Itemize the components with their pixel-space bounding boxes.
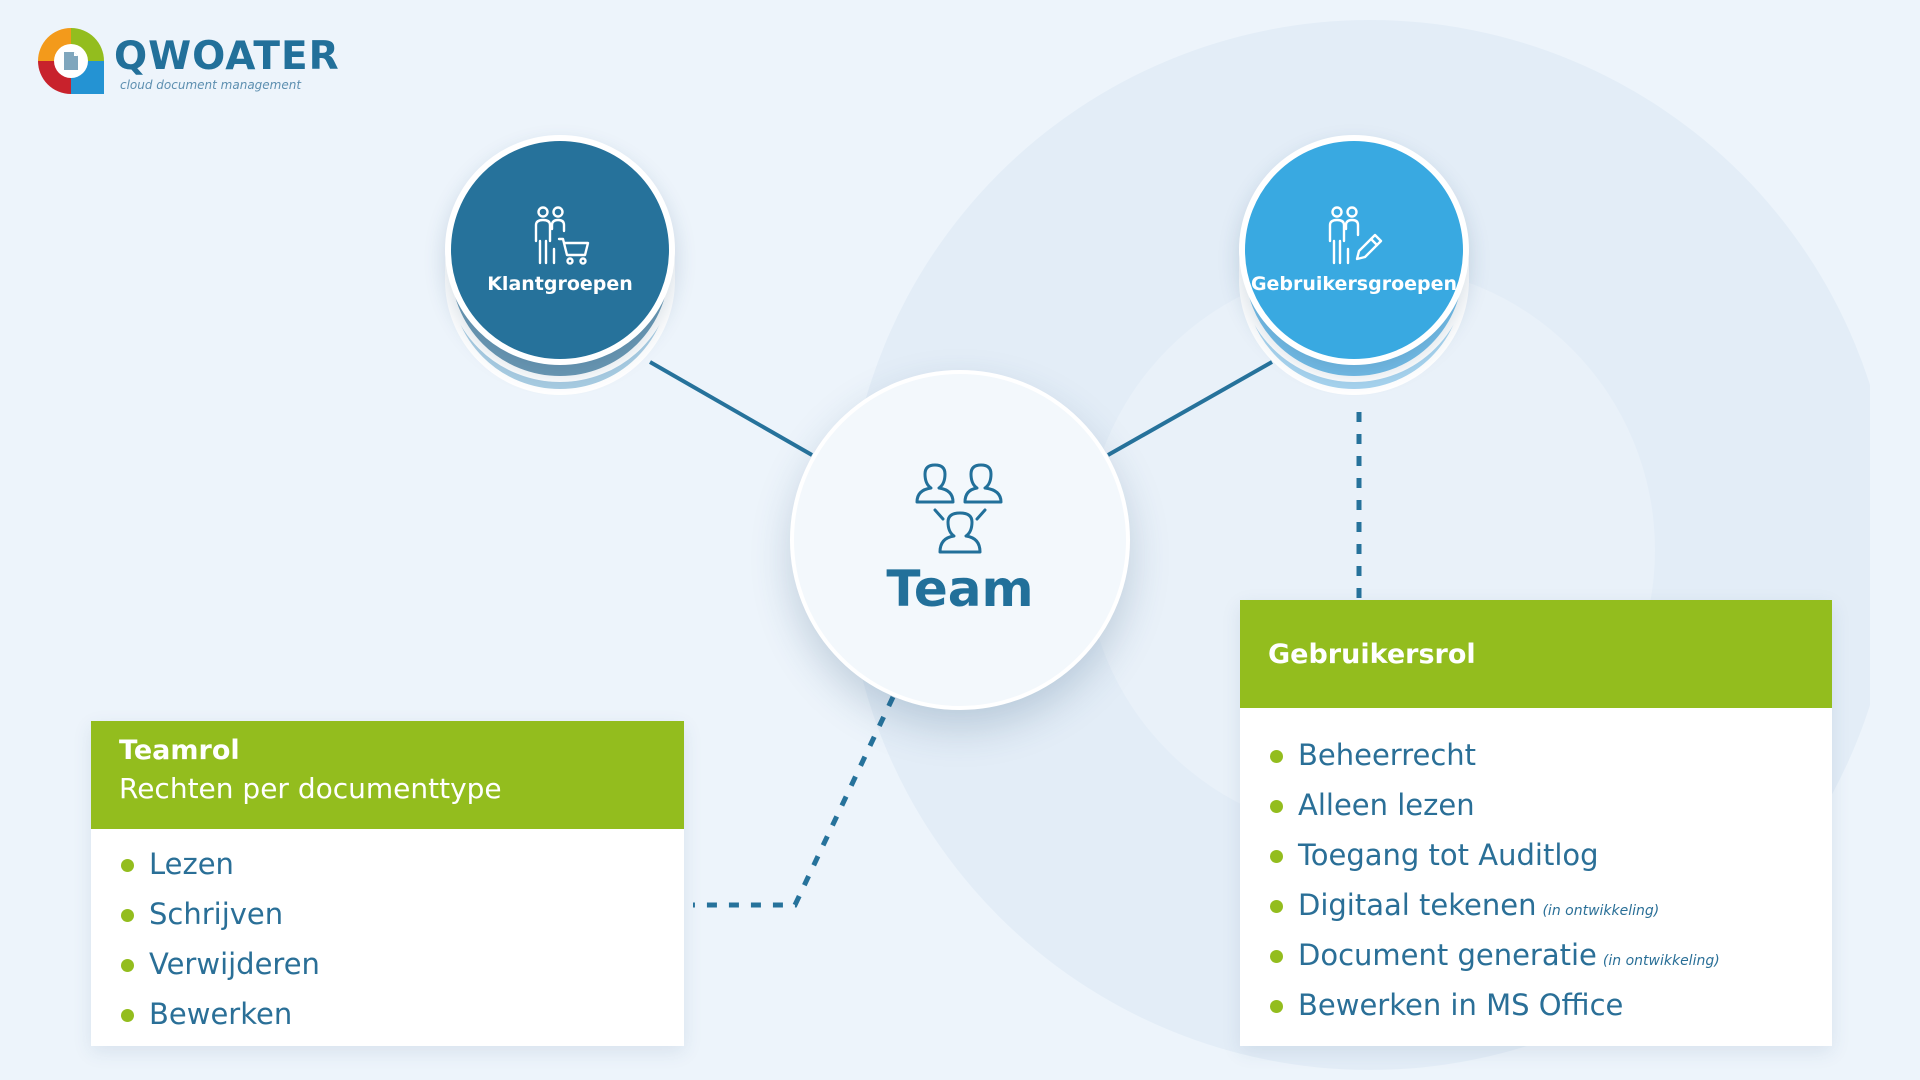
list-item-text: Digitaal tekenen [1298, 888, 1537, 922]
gebruikersrol-list: Beheerrecht Alleen lezen Toegang tot Aud… [1240, 708, 1832, 1030]
list-item: Document generatie (in ontwikkeling) [1270, 930, 1802, 980]
list-item-text: Schrijven [149, 897, 284, 931]
gebruikersrol-header: Gebruikersrol [1240, 600, 1832, 708]
bullet-dot [1270, 750, 1283, 763]
logo: QWOATER cloud document management [38, 28, 340, 96]
bullet-dot [1270, 800, 1283, 813]
team-label: Team [886, 560, 1034, 618]
list-item-text: Beheerrecht [1298, 738, 1477, 772]
team-people-icon [915, 463, 1003, 554]
gebruikersgroepen-label: Gebruikersgroepen [1250, 273, 1458, 295]
list-item: Alleen lezen [1270, 780, 1802, 830]
team-node: Team [790, 370, 1130, 710]
people-pencil-icon [1328, 206, 1383, 265]
teamrol-title: Teamrol [119, 735, 240, 766]
connector-gebruikersgroepen-team [1107, 360, 1273, 457]
list-item: Bewerken in MS Office [1270, 980, 1802, 1030]
connector-klantgroepen-team [649, 360, 813, 457]
bullet-dot [121, 859, 134, 872]
gebruikersrol-card: Gebruikersrol Beheerrecht Alleen lezen T… [1240, 600, 1832, 1046]
bullet-dot [121, 909, 134, 922]
logo-tagline: cloud document management [120, 78, 302, 92]
background-edge [1870, 0, 1920, 1080]
list-item-text: Verwijderen [149, 947, 320, 981]
teamrol-list: Lezen Schrijven Verwijderen Bewerken [91, 829, 684, 1039]
list-item: Beheerrecht [1270, 730, 1802, 780]
logo-name: QWOATER [114, 34, 340, 79]
klantgroepen-disc: Klantgroepen [445, 135, 675, 365]
connector-team-teamrol [693, 695, 896, 908]
bullet-dot [121, 1009, 134, 1022]
list-item: Bewerken [121, 989, 654, 1039]
people-cart-icon [534, 206, 590, 265]
list-item-text: Toegang tot Auditlog [1298, 838, 1599, 872]
list-item: Schrijven [121, 889, 654, 939]
gebruikersrol-title: Gebruikersrol [1268, 638, 1476, 670]
qwoater-logo-icon [38, 28, 104, 94]
bullet-dot [1270, 1000, 1283, 1013]
teamrol-header: Teamrol Rechten per documenttype [91, 721, 684, 829]
klantgroepen-label: Klantgroepen [487, 273, 633, 295]
list-item-text: Lezen [149, 847, 234, 881]
klantgroepen-node: Klantgroepen [445, 135, 685, 405]
list-item-note: (in ontwikkeling) [1602, 953, 1720, 969]
list-item-text: Bewerken [149, 997, 293, 1031]
list-item: Digitaal tekenen (in ontwikkeling) [1270, 880, 1802, 930]
gebruikersgroepen-node: Gebruikersgroepen [1239, 135, 1479, 405]
bullet-dot [1270, 900, 1283, 913]
list-item: Lezen [121, 839, 654, 889]
list-item-text: Bewerken in MS Office [1298, 988, 1624, 1022]
gebruikersgroepen-disc: Gebruikersgroepen [1239, 135, 1469, 365]
bullet-dot [1270, 850, 1283, 863]
list-item-text: Document generatie [1298, 938, 1597, 972]
list-item-text: Alleen lezen [1298, 788, 1475, 822]
bullet-dot [1270, 950, 1283, 963]
list-item: Verwijderen [121, 939, 654, 989]
list-item: Toegang tot Auditlog [1270, 830, 1802, 880]
list-item-note: (in ontwikkeling) [1542, 903, 1660, 919]
bullet-dot [121, 959, 134, 972]
teamrol-card: Teamrol Rechten per documenttype Lezen S… [91, 721, 684, 1046]
teamrol-subtitle: Rechten per documenttype [119, 772, 502, 805]
